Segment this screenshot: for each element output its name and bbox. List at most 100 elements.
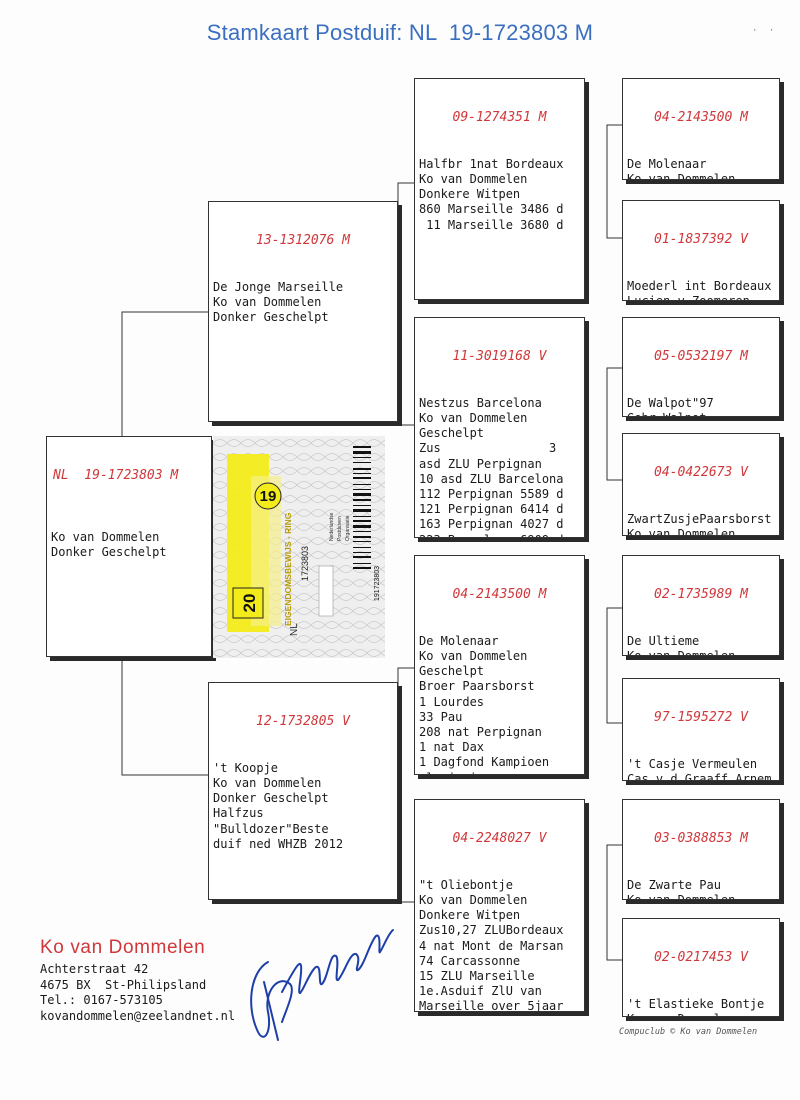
detail-line: 163 Perpignan 4027 d (419, 517, 564, 532)
owner-address-street: Achterstraat 42 (40, 962, 149, 976)
detail-line: 1e.Asduif ZlU van (419, 984, 542, 999)
detail-line: De Walpot"97 (627, 395, 714, 410)
great-grandparent-5-details: De UltiemeKo van DommelenGeschelptVader … (627, 633, 775, 655)
detail-line: Zus10,27 ZLUBordeaux (419, 923, 564, 938)
detail-line: De Jonge Marseille (213, 279, 344, 294)
detail-line: Donker Geschelpt (213, 310, 329, 325)
detail-line: "Bulldozer"Beste (213, 821, 329, 836)
page-title: Stamkaart Postduif: NL 19-1723803 M (0, 20, 800, 46)
detail-line: 74 Carcassonne (419, 953, 521, 968)
detail-line: Ko van Dommelen (213, 295, 322, 310)
detail-line: 11 Marseille 3680 d (419, 217, 564, 232)
owner-block: Ko van Dommelen Achterstraat 42 4675 BX … (40, 937, 235, 1024)
great-grandparent-3-card: 05-0532197 M De Walpot"97Gebr WalpotGesc… (622, 317, 780, 417)
detail-line: Gebr Walpot (627, 411, 775, 416)
detail-line: Marseille over 5jaar (419, 999, 564, 1012)
ring-year-right: 19 (260, 488, 277, 505)
detail-line: Donker Geschelpt (213, 791, 329, 806)
detail-line: als jarige (419, 771, 580, 774)
detail-line: Ko van Dommelen (419, 649, 528, 664)
detail-line: asd ZLU Perpignan (419, 456, 542, 471)
barcode (353, 446, 371, 569)
dam-ring: 12-1732805 V (256, 714, 350, 730)
great-grandparent-2-details: Moederl int BordeauxLucien v ZoomerenDon… (627, 278, 775, 300)
barcode-number: 191723803 (374, 566, 381, 601)
detail-line: 33 Pau (419, 709, 463, 724)
detail-line: Zus 3 (419, 441, 557, 456)
scan-specks: · · (752, 26, 778, 36)
ring-year-left: 20 (240, 594, 259, 613)
great-grandparent-8-ring: 02-0217453 V (654, 950, 748, 966)
detail-line: 121 Perpignan 6414 d (419, 502, 564, 517)
detail-line: "t Oliebontje (419, 877, 513, 892)
detail-line: Lucien v Zoomeren (627, 294, 775, 300)
ring-number: 1723803 (300, 546, 310, 581)
subject-ring: NL 19-1723803 M (53, 468, 179, 484)
detail-line (51, 515, 207, 530)
great-grandparent-4-ring: 04-0422673 V (654, 465, 748, 481)
owner-phone: Tel.: 0167-573105 (40, 993, 163, 1007)
detail-line: Ko van Dommelen (419, 172, 528, 187)
sire-sire-ring: 09-1274351 M (452, 110, 547, 126)
dam-dam-ring: 04-2248027 V (452, 831, 547, 847)
detail-line: 223 Barcelona 6909 d (419, 533, 580, 537)
detail-line: De Ultieme (627, 633, 700, 648)
sire-ring: 13-1312076 M (256, 233, 350, 249)
detail-line: Broer Paarsborst (419, 679, 535, 694)
great-grandparent-6-ring: 97-1595272 V (654, 710, 748, 726)
great-grandparent-3-ring: 05-0532197 M (654, 349, 748, 365)
detail-line: Donkere Witpen (419, 187, 521, 202)
great-grandparent-2-card: 01-1837392 V Moederl int BordeauxLucien … (622, 200, 780, 301)
detail-line: De Molenaar (419, 633, 499, 648)
detail-line: Ko van Dommelen (51, 530, 160, 545)
detail-line: 15 ZLU Marseille (419, 969, 535, 984)
ring-side-text: EIGENDOMSBEWIJS - RING (283, 512, 293, 626)
ring-org-line-2: Postduiven (337, 516, 343, 541)
great-grandparent-5-ring: 02-1735989 M (654, 587, 748, 603)
detail-line: 208 nat Perpignan (419, 725, 542, 740)
detail-line: Cas v d Graaff Arnem (627, 772, 772, 781)
detail-line: 't Elastieke Bontje (627, 996, 765, 1011)
detail-line: 10 asd ZLU Barcelona (419, 471, 564, 486)
detail-line: Ko van Dommelen (627, 172, 736, 180)
title-label: Stamkaart Postduif: (206, 20, 403, 45)
ring-card-graphic: 19 20 NL 1723803 EIGENDOMSBEWIJS - RING … (213, 436, 385, 658)
detail-line: Donker Geschelpt (51, 545, 167, 560)
detail-line: Halfbr 1nat Bordeaux (419, 156, 564, 171)
detail-line: 't Koopje (213, 760, 279, 775)
detail-line: Donkere Witpen (419, 908, 521, 923)
detail-line: Ko van Dommelen (627, 649, 775, 655)
detail-line: Ko van Dommelen (419, 411, 528, 426)
detail-line: Ko van Dommelen (627, 1012, 775, 1016)
detail-line: Ko van Dommelen (419, 893, 528, 908)
detail-line: 1 Dagfond Kampioen (419, 755, 550, 770)
title-ring-number: 19-1723803 M (448, 20, 594, 45)
great-grandparent-1-ring: 04-2143500 M (654, 110, 748, 126)
detail-line: Moederl int Bordeaux (627, 278, 772, 293)
title-country: NL (408, 20, 437, 45)
detail-line: Ko van Dommelen (627, 893, 775, 899)
detail-line: De Zwarte Pau (627, 877, 721, 892)
great-grandparent-7-ring: 03-0388853 M (654, 831, 748, 847)
detail-line: De Molenaar (627, 156, 707, 171)
detail-line: 860 Marseille 3486 d (419, 202, 564, 217)
great-grandparent-2-ring: 01-1837392 V (654, 232, 748, 248)
